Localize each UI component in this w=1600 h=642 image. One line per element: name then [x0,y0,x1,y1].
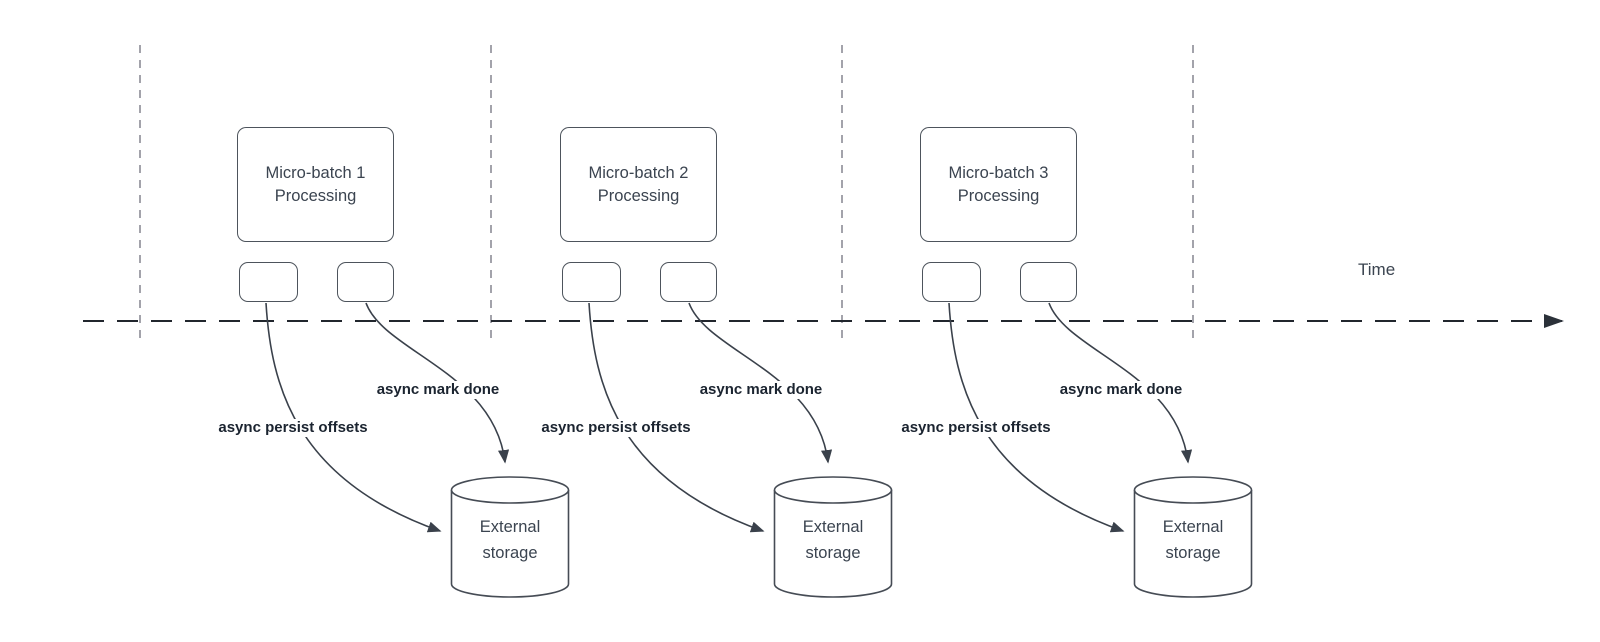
mark-done-arrow [688,302,833,464]
mark-done-arrow [365,302,510,464]
batch-3-connectors [948,302,1253,598]
persist-offsets-arrow [588,302,765,533]
storage-cylinder-shape [450,490,570,598]
storage-cylinder-shape [773,490,893,598]
batch-2-connectors [588,302,893,598]
persist-offsets-arrow [948,302,1125,533]
persist-offsets-arrow [265,302,442,533]
batch-1-connectors [265,302,570,598]
storage-cylinder-top [450,476,570,504]
storage-cylinder-top [773,476,893,504]
storage-cylinder-top [1133,476,1253,504]
time-axis-label: Time [1358,260,1396,279]
storage-cylinder-shape [1133,490,1253,598]
mark-done-arrow [1048,302,1193,464]
